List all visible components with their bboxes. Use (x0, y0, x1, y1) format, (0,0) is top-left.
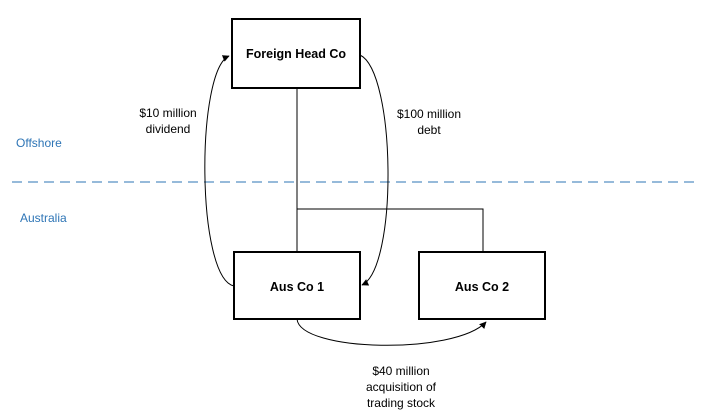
acquisition-label-line2: acquisition of (366, 380, 437, 394)
acquisition-arrow (296, 318, 487, 346)
foreign-head-co-box: Foreign Head Co (231, 18, 361, 89)
debt-label-line2: debt (417, 123, 441, 137)
australia-label: Australia (20, 211, 67, 225)
aus-co-2-box: Aus Co 2 (418, 251, 546, 320)
debt-label: $100 million debt (397, 107, 461, 137)
dividend-label: $10 million dividend (139, 106, 196, 136)
dividend-arrow (204, 55, 235, 287)
aus-co-1-label: Aus Co 1 (270, 280, 324, 294)
debt-label-line1: $100 million (397, 107, 461, 121)
acquisition-label-line1: $40 million (372, 364, 429, 378)
debt-arrow (359, 54, 389, 286)
acquisition-label-line3: trading stock (367, 396, 436, 410)
dividend-label-line1: $10 million (139, 106, 196, 120)
ownership-line-to-aus2 (297, 208, 484, 252)
acquisition-label: $40 million acquisition of trading stock (366, 364, 437, 410)
dividend-label-line2: dividend (146, 122, 191, 136)
aus-co-2-label: Aus Co 2 (455, 280, 509, 294)
aus-co-1-box: Aus Co 1 (233, 251, 361, 320)
offshore-label: Offshore (16, 136, 62, 150)
foreign-head-co-label: Foreign Head Co (246, 47, 346, 61)
